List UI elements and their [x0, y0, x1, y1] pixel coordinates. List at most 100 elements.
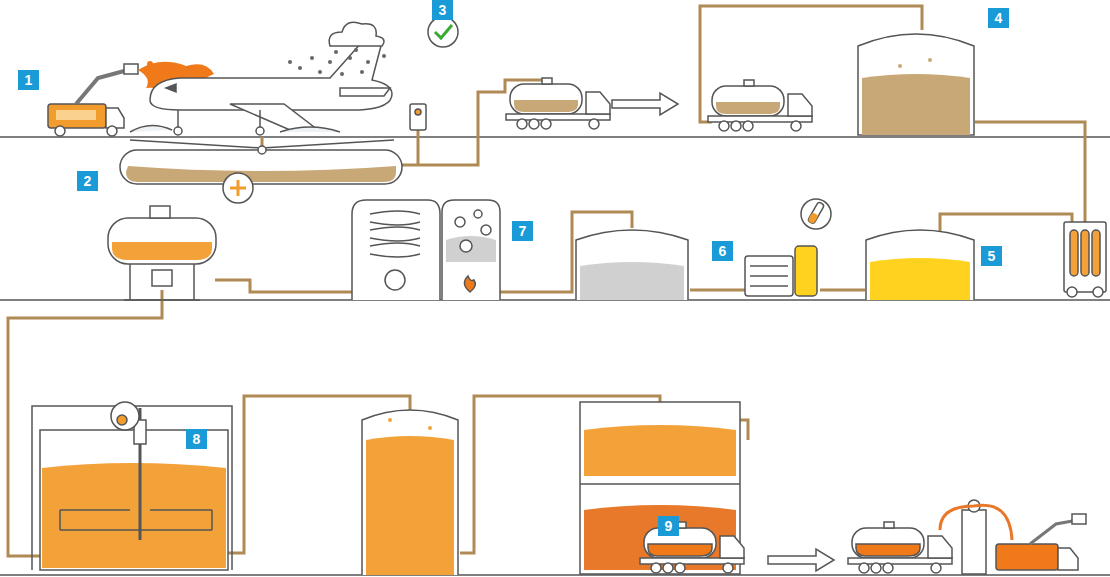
mixer	[40, 430, 228, 570]
pipes	[820, 289, 865, 292]
callout-number: 7	[512, 221, 533, 241]
test-unit	[745, 199, 831, 296]
blend-tank	[388, 418, 392, 422]
test-unit	[795, 246, 817, 296]
airplane	[166, 84, 176, 92]
filter-unit	[1070, 230, 1078, 276]
snow-cloud	[288, 60, 292, 64]
mixer	[117, 415, 127, 425]
filter-unit	[1092, 230, 1100, 276]
callout-number: 4	[988, 8, 1009, 28]
delivery	[848, 522, 952, 573]
snow-cloud	[360, 70, 364, 74]
distillation-unit	[370, 211, 420, 257]
concentrate-tank	[230, 180, 246, 196]
delivery	[996, 544, 1058, 570]
airplane	[150, 42, 392, 110]
test-unit	[808, 202, 825, 225]
callout-number: 6	[712, 241, 733, 261]
airplane	[256, 127, 264, 135]
callout-number: 3	[432, 0, 453, 20]
collection-tank	[126, 166, 396, 182]
delivery	[962, 510, 986, 574]
grey-tank	[580, 262, 684, 300]
snow-cloud	[340, 72, 344, 76]
collection-tank	[120, 150, 402, 184]
distillation-unit	[385, 270, 405, 290]
delivery	[848, 500, 1086, 574]
sensor	[435, 25, 452, 38]
distillation-unit	[464, 276, 475, 292]
blend-tank	[362, 410, 458, 575]
snow-cloud	[329, 22, 384, 46]
delivery	[1058, 548, 1078, 570]
sensor	[428, 17, 458, 47]
deicing-truck	[124, 64, 138, 74]
collection-tank	[258, 146, 266, 154]
finished-storage	[580, 402, 834, 574]
test-unit	[750, 266, 788, 286]
ground-lines	[0, 574, 1110, 576]
snow-cloud	[366, 60, 370, 64]
airplane	[177, 110, 179, 128]
distillation-unit	[474, 210, 482, 218]
sensor	[410, 104, 426, 130]
airplane	[174, 127, 182, 135]
filtered-tank	[866, 230, 974, 300]
test-unit	[745, 256, 793, 296]
storage-tank	[858, 34, 974, 135]
blend-tank	[362, 410, 458, 575]
tanker-trucks	[506, 78, 610, 129]
tanker-trucks	[612, 93, 678, 115]
distillation-unit	[460, 240, 472, 252]
finished-storage	[640, 522, 744, 573]
snow-cloud	[298, 66, 302, 70]
snow-cloud	[318, 70, 322, 74]
filtered-tank	[870, 258, 970, 300]
distillation-unit	[352, 200, 440, 300]
filter-unit	[1081, 230, 1089, 276]
deicing-truck	[48, 104, 106, 128]
storage-tank	[858, 34, 974, 135]
snow-cloud	[354, 48, 358, 52]
pipes	[940, 214, 1072, 238]
grey-tank	[576, 230, 688, 300]
concentrate-tank	[112, 242, 212, 260]
distillation-unit	[446, 236, 496, 262]
airplane	[230, 104, 318, 130]
deicing-truck	[55, 126, 65, 136]
snow-cloud	[348, 56, 352, 60]
mixer	[42, 463, 226, 568]
concentrate-tank	[124, 264, 200, 300]
ground-lines	[0, 137, 1110, 575]
storage-tank	[862, 74, 970, 135]
pipes	[690, 289, 745, 292]
mixer	[60, 510, 212, 530]
snow-cloud	[328, 60, 332, 64]
filter-unit	[1093, 287, 1103, 297]
deicing-truck	[106, 108, 124, 128]
concentrate-tank	[152, 270, 172, 286]
filter-unit	[1064, 222, 1106, 292]
concentrate-tank	[108, 173, 253, 300]
deicing-truck	[76, 70, 128, 104]
mixer	[32, 406, 232, 570]
delivery	[940, 505, 1012, 540]
collection-tank	[120, 140, 402, 184]
callout-number: 9	[658, 516, 679, 536]
finished-storage	[580, 483, 740, 485]
snow-cloud	[382, 54, 386, 58]
callout-number: 2	[77, 171, 98, 191]
distillation-unit	[352, 200, 500, 300]
sensor	[415, 109, 421, 115]
filter-unit	[1067, 287, 1077, 297]
concentrate-tank	[223, 173, 253, 203]
snow-cloud	[288, 48, 386, 76]
concentrate-tank	[108, 218, 216, 264]
storage-tank	[898, 64, 902, 68]
delivery	[1072, 514, 1086, 524]
ground-lines	[0, 136, 1110, 138]
test-unit	[808, 212, 819, 224]
